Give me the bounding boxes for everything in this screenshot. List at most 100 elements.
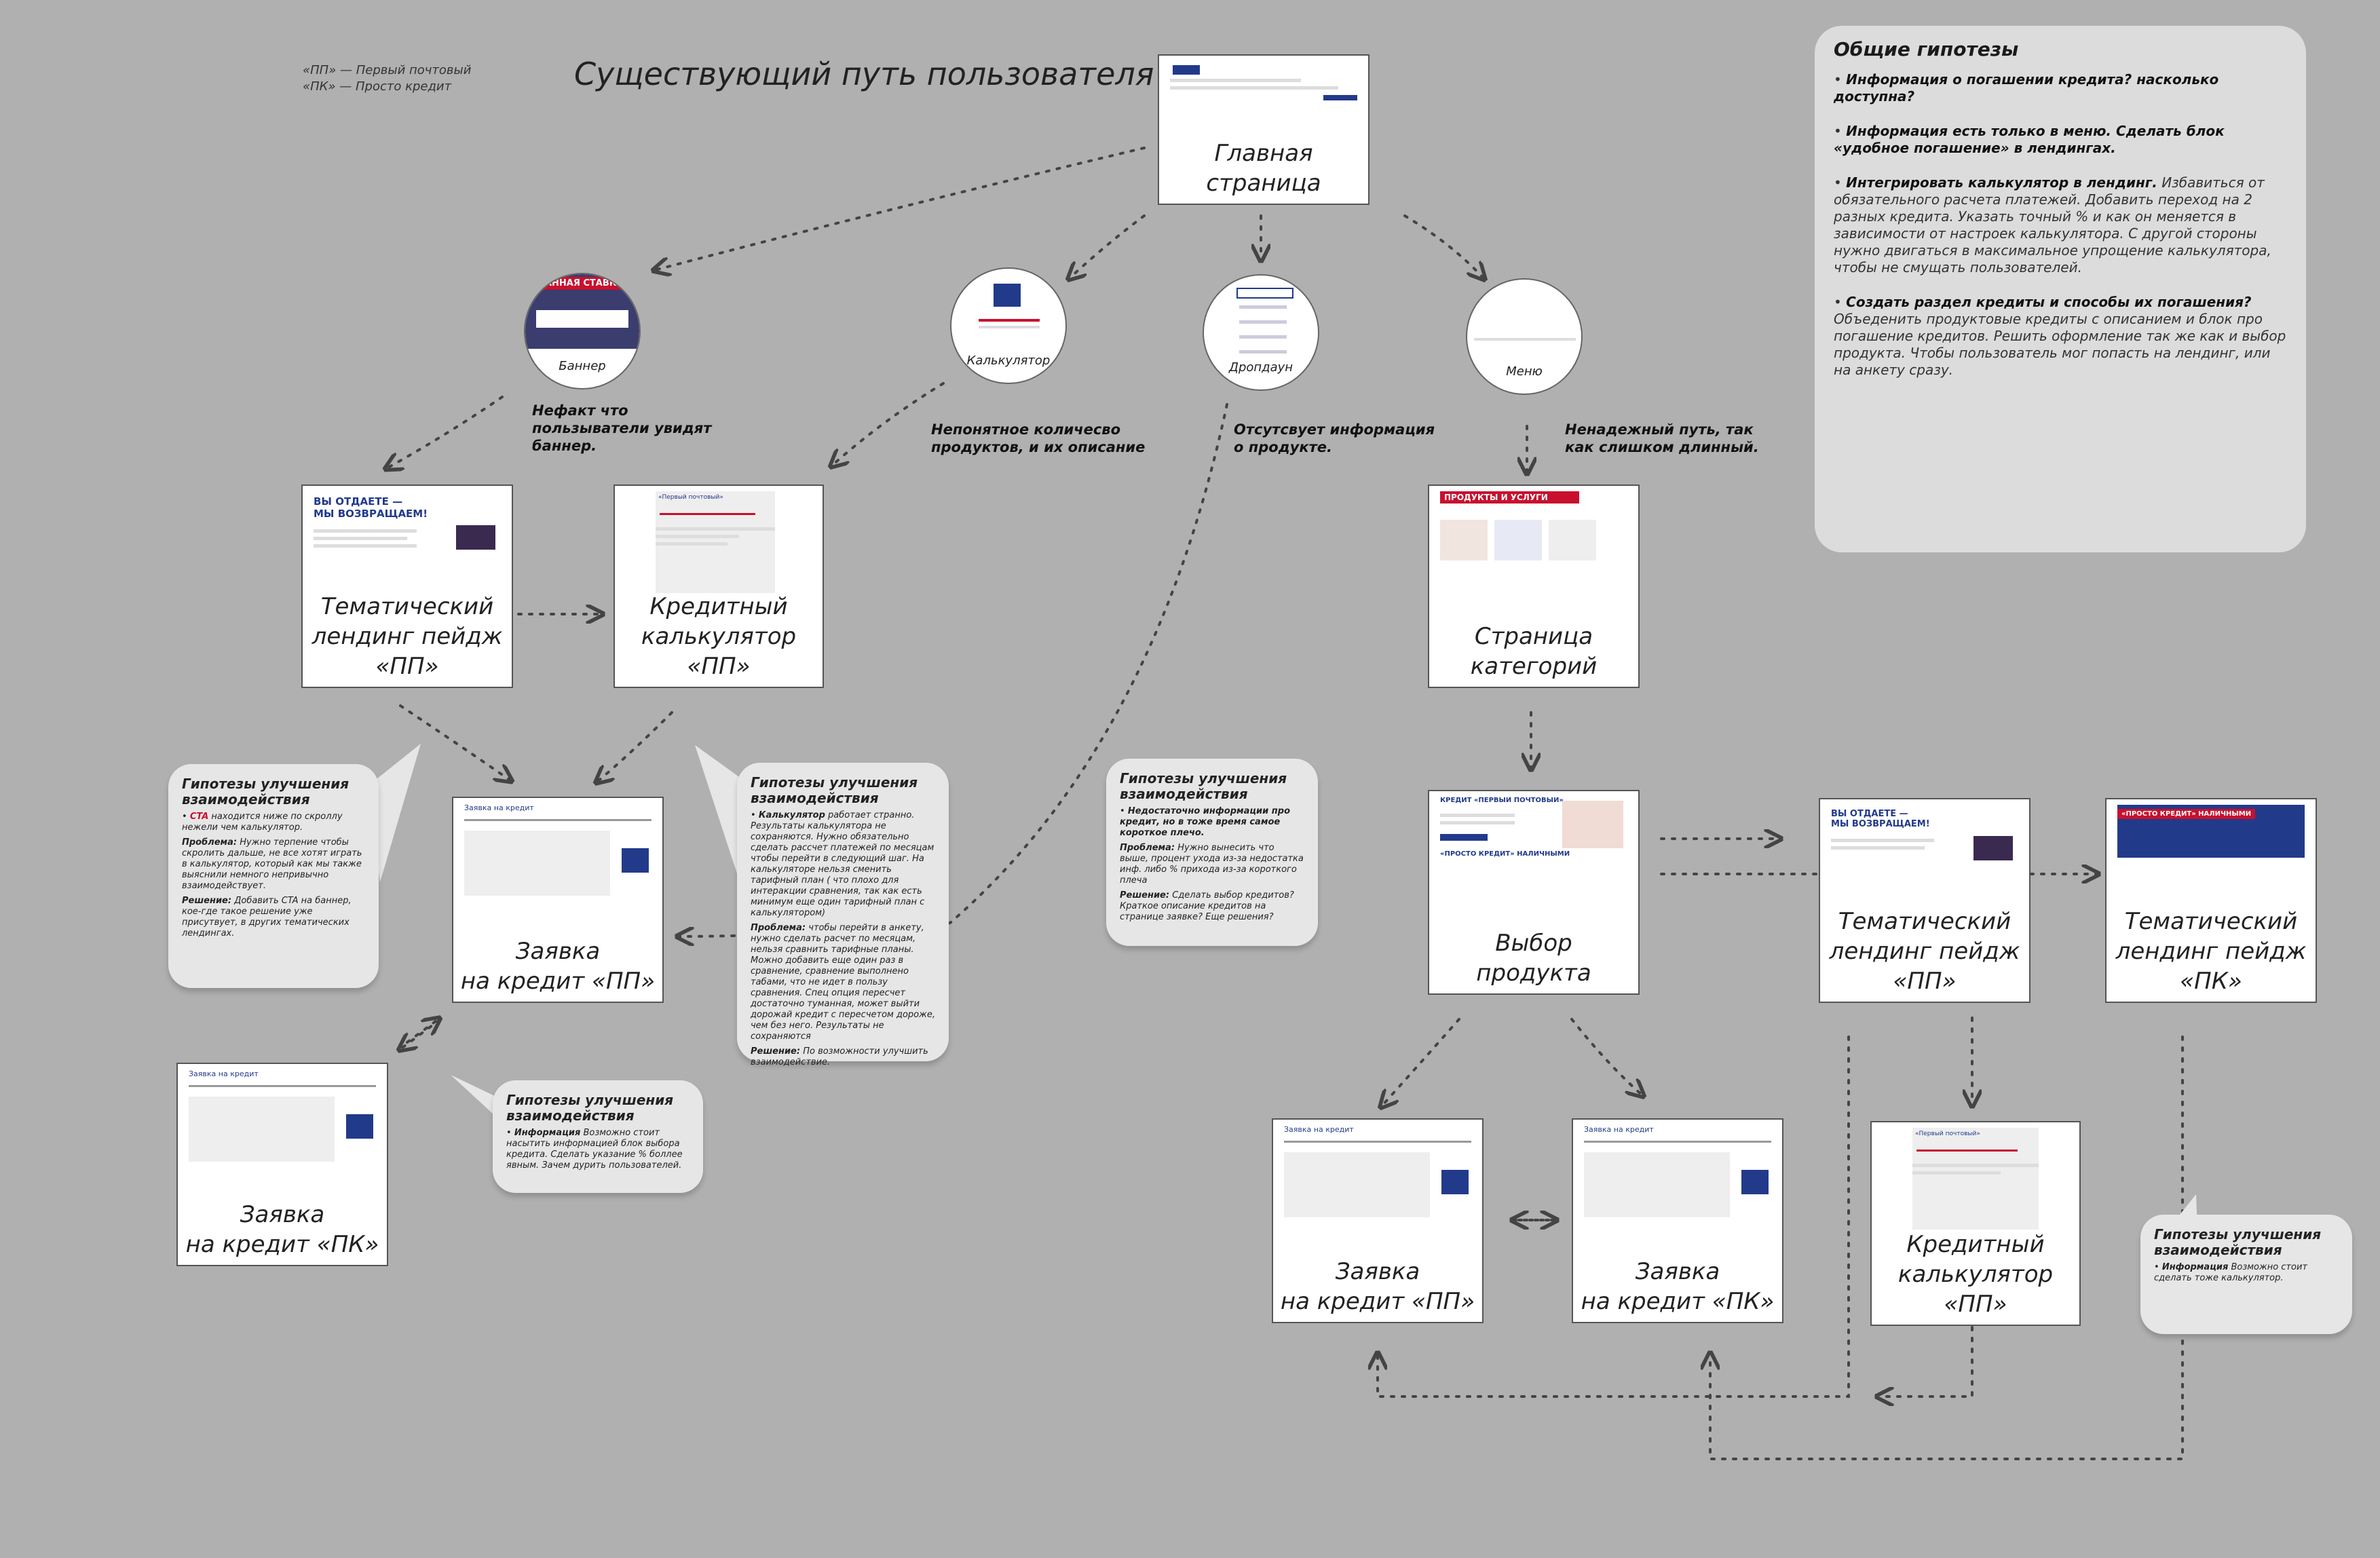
node-calc-pp-bottom[interactable]: «Первый почтовый» Кредитный калькулятор …	[1870, 1121, 2081, 1326]
landing-pp-banner-text: ВЫ ОТДАЕТЕ — МЫ ВОЗВРАЩАЕМ!	[314, 495, 428, 520]
node-landing-pp-right[interactable]: ВЫ ОТДАЕТЕ — МЫ ВОЗВРАЩАЕМ! Тематический…	[1819, 798, 2030, 1003]
circle-banner[interactable]: ОВАННАЯ СТАВКА Баннер	[524, 273, 641, 390]
node-landing-pp[interactable]: ВЫ ОТДАЕТЕ — МЫ ВОЗВРАЩАЕМ! Тематический…	[301, 484, 513, 688]
hypothesis-item-3: • Интегрировать калькулятор в лендинг. И…	[1834, 174, 2271, 276]
bubble-2-lead-text: работает странно. Результаты калькулятор…	[751, 810, 934, 918]
note-banner: Нефакт что пользыватели увидят баннер.	[532, 402, 712, 454]
bubble-5-heading: Гипотезы улучшения взаимодействия	[2154, 1226, 2322, 1258]
bubble-1-solution: Добавить CTA на баннер, кое-где такое ре…	[182, 896, 352, 938]
page-title: Существующий путь пользователя	[574, 56, 1154, 92]
node-calc-pp-bottom-label: Кредитный калькулятор «ПП»	[1897, 1231, 2054, 1318]
arrow-loop-landing-pk	[1710, 1036, 2184, 1460]
arrow-calc-app	[597, 711, 673, 782]
hypothesis-bubble-cta: Гипотезы улучшения взаимодействия • CTA …	[168, 764, 379, 988]
note-dropdown: Отсутсвует информация о продукте.	[1234, 421, 1435, 455]
main-page-screenshot	[1170, 61, 1357, 122]
node-landing-pk-right-label: Тематический лендинг пейдж «ПК»	[2115, 908, 2307, 995]
hypothesis-item-4-bold: Создать раздел кредиты и способы их пога…	[1846, 294, 2252, 310]
arrow-main-banner	[655, 147, 1146, 270]
landing-pk-right-screenshot: «ПРОСТО КРЕДИТ» НАЛИЧНЫМИ	[2117, 805, 2305, 859]
bubble-5-lead-text: Возможно стоит сделать тоже калькулятор.	[2154, 1262, 2307, 1283]
arrow-landing-app	[399, 704, 510, 780]
categories-screenshot: ПРОДУКТЫ И УСЛУГИ	[1440, 491, 1627, 593]
tail-bubble-1	[366, 744, 421, 882]
node-app-pp-bottom[interactable]: Заявка на кредит Заявка на кредит «ПП»	[1272, 1118, 1484, 1323]
hypothesis-item-1: • Информация о погашении кредита? наскол…	[1834, 71, 2219, 104]
arrow-calc-calcpage	[832, 382, 945, 466]
node-categories[interactable]: ПРОДУКТЫ И УСЛУГИ Страница категорий	[1428, 484, 1640, 688]
hypothesis-bubble-calculator: Гипотезы улучшения взаимодействия • Каль…	[737, 763, 949, 1067]
landing-pp-right-banner-text: ВЫ ОТДАЕТЕ — МЫ ВОЗВРАЩАЕМ!	[1831, 809, 1930, 829]
node-app-pp-left-label: Заявка на кредит «ПП»	[460, 938, 656, 995]
hypothesis-item-2-bold: Информация есть только в меню. Сделать б…	[1834, 123, 2225, 156]
hypothesis-item-1-bold: Информация о погашении кредита? наскольк…	[1834, 71, 2219, 104]
bubble-4-solution: Сделать выбор кредитов? Краткое описание…	[1120, 890, 1294, 922]
hypothesis-item-3-text: Избавиться от обязательного расчета плат…	[1834, 174, 2271, 276]
node-main-page[interactable]: Главная страница	[1158, 54, 1370, 205]
bubble-2-lead: Калькулятор	[758, 810, 825, 820]
choose-product-header: КРЕДИТ «ПЕРВЫЙ ПОЧТОВЫЙ»	[1440, 797, 1564, 804]
node-landing-pk-right[interactable]: «ПРОСТО КРЕДИТ» НАЛИЧНЫМИ Тематический л…	[2105, 798, 2317, 1003]
hypothesis-item-4-text: Объеденить продуктовые кредиты с описани…	[1834, 311, 2286, 378]
bubble-2-problem-label: Проблема:	[751, 923, 806, 933]
bubble-2-problem: чтобы перейти в анкету, нужно сделать ра…	[751, 923, 935, 1042]
bubble-3-heading: Гипотезы улучшения взаимодействия	[506, 1092, 674, 1124]
arrow-main-menu	[1403, 214, 1484, 278]
app-pk-left-header: Заявка на кредит	[189, 1069, 259, 1078]
node-landing-pp-right-label: Тематический лендинг пейдж «ПП»	[1829, 908, 2020, 995]
legend: «ПП» — Первый почтовый «ПК» — Просто кре…	[303, 62, 471, 95]
node-landing-pp-label: Тематический лендинг пейдж «ПП»	[311, 593, 503, 680]
node-app-pk-bottom-label: Заявка на кредит «ПК»	[1581, 1258, 1775, 1315]
arrow-app-pk-double-b	[406, 1019, 438, 1044]
arrow-loop-calc	[1878, 1326, 1973, 1396]
arrow-banner-landing	[387, 396, 504, 468]
legend-pk: «ПК» — Просто кредит	[303, 79, 452, 94]
bubble-1-heading: Гипотезы улучшения взаимодействия	[182, 776, 350, 808]
node-choose-product[interactable]: КРЕДИТ «ПЕРВЫЙ ПОЧТОВЫЙ» «ПРОСТО КРЕДИТ»…	[1428, 790, 1640, 995]
calculator-logo	[994, 284, 1021, 307]
bubble-4-solution-label: Решение:	[1120, 890, 1170, 900]
bubble-1-lead: CTA	[189, 812, 209, 822]
bubble-4-heading: Гипотезы улучшения взаимодействия	[1120, 770, 1287, 802]
circle-menu[interactable]: Меню	[1466, 278, 1583, 395]
app-pp-bottom-header: Заявка на кредит	[1284, 1125, 1354, 1134]
categories-header: ПРОДУКТЫ И УСЛУГИ	[1440, 491, 1580, 504]
bubble-5-lead: Информация	[2161, 1262, 2229, 1272]
bubble-2-heading: Гипотезы улучшения взаимодействия	[751, 774, 918, 806]
bubble-4-lead: Недостаточно информации про кредит, но в…	[1120, 806, 1291, 838]
circle-menu-label: Меню	[1506, 364, 1543, 379]
hypothesis-bubble-short-path: Гипотезы улучшения взаимодействия • Недо…	[1106, 759, 1318, 946]
bubble-1-solution-label: Решение:	[182, 896, 232, 906]
general-hypotheses-title: Общие гипотезы	[1834, 38, 2019, 60]
hypothesis-item-2: • Информация есть только в меню. Сделать…	[1834, 123, 2225, 156]
bubble-2-solution: По возможности улучшить взаимодействие.	[751, 1046, 928, 1067]
node-app-pk-left[interactable]: Заявка на кредит Заявка на кредит «ПК»	[176, 1063, 388, 1266]
arrow-choose-app-pk	[1570, 1018, 1642, 1095]
landing-pk-banner-text: «ПРОСТО КРЕДИТ» НАЛИЧНЫМИ	[2117, 809, 2256, 819]
calc-pp-header: «Первый почтовый»	[658, 494, 723, 501]
bubble-4-problem: Нужно вынесить что выше, процент ухода и…	[1120, 843, 1304, 886]
app-pp-bottom-screenshot: Заявка на кредит	[1284, 1125, 1471, 1240]
calc-pp-bottom-screenshot: «Первый почтовый»	[1912, 1128, 2039, 1230]
circle-banner-label: Баннер	[559, 359, 606, 373]
general-hypotheses-panel: Общие гипотезы • Информация о погашении …	[1815, 26, 2306, 552]
circle-calculator[interactable]: Калькулятор	[950, 267, 1067, 384]
banner-thumbnail: ОВАННАЯ СТАВКА	[525, 274, 639, 349]
bubble-3-lead: Информация	[514, 1128, 581, 1138]
bubble-4-problem-label: Проблема:	[1120, 843, 1175, 853]
node-categories-label: Страница категорий	[1470, 623, 1598, 680]
node-calc-pp-label: Кредитный калькулятор «ПП»	[641, 593, 797, 680]
node-app-pp-left[interactable]: Заявка на кредит Заявка на кредит «ПП»	[452, 797, 664, 1003]
node-calc-pp[interactable]: «Первый почтовый» Кредитный калькулятор …	[613, 484, 824, 688]
arrow-app-pk-double	[400, 1019, 441, 1049]
node-app-pk-bottom[interactable]: Заявка на кредит Заявка на кредит «ПК»	[1572, 1118, 1783, 1323]
app-pp-left-screenshot: Заявка на кредит	[464, 803, 651, 923]
landing-pp-right-screenshot: ВЫ ОТДАЕТЕ — МЫ ВОЗВРАЩАЕМ!	[1831, 805, 2018, 907]
calc-pp-bottom-header: «Первый почтовый»	[1915, 1130, 1980, 1137]
banner-thumbnail-text: ОВАННАЯ СТАВКА	[525, 277, 639, 290]
circle-dropdown[interactable]: Дропдаун	[1203, 274, 1319, 391]
bubble-2-solution-label: Решение:	[751, 1046, 801, 1057]
circle-dropdown-label: Дропдаун	[1228, 360, 1293, 375]
hypothesis-bubble-calculator-2: Гипотезы улучшения взаимодействия • Инфо…	[2140, 1215, 2352, 1334]
bubble-1-problem-label: Проблема:	[182, 837, 238, 848]
